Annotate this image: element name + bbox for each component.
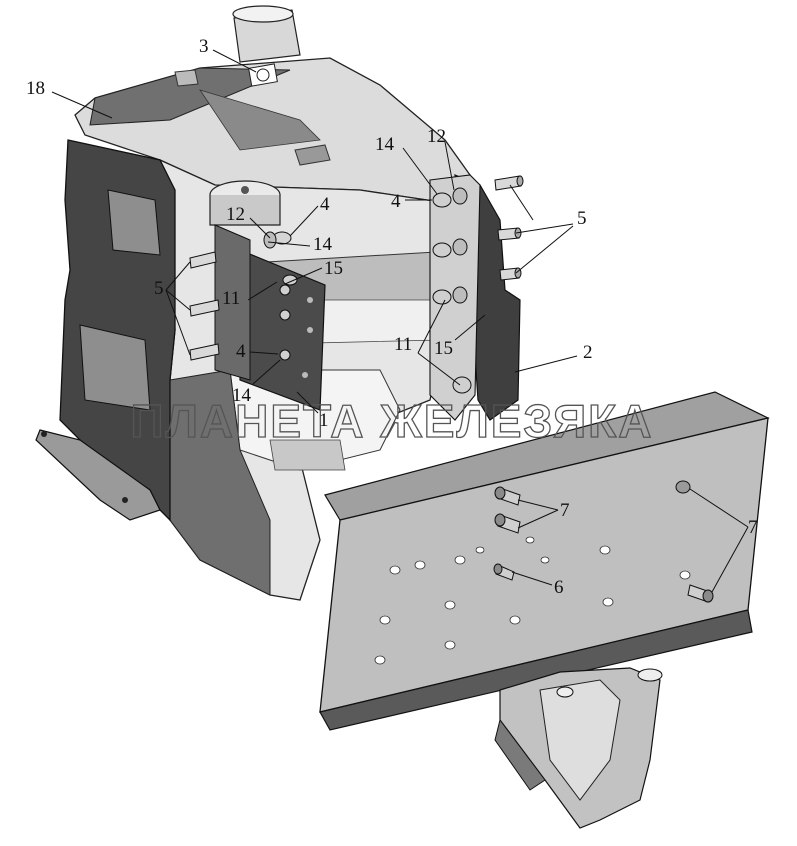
watermark-text: ПЛАНЕТА ЖЕЛЕЗЯКА bbox=[131, 395, 654, 447]
callouts: 3 18 14 12 4 5 12 4 14 15 5 11 4 14 1 11… bbox=[26, 36, 758, 598]
leader-lines bbox=[51, 49, 749, 593]
callout-4: 4 bbox=[391, 191, 401, 212]
callout-6: 6 bbox=[554, 577, 564, 598]
callout-14: 14 bbox=[375, 134, 395, 155]
callout-1: 1 bbox=[319, 410, 329, 431]
callout-5: 5 bbox=[154, 278, 164, 299]
callout-7: 7 bbox=[748, 517, 758, 538]
left-bracket bbox=[35, 139, 326, 522]
cross-member-plate bbox=[319, 391, 770, 731]
bolt-group-right bbox=[494, 175, 524, 281]
callout-18: 18 bbox=[26, 78, 45, 99]
callout-12: 12 bbox=[427, 126, 446, 147]
bolt-group-plate bbox=[493, 480, 714, 603]
callout-11: 11 bbox=[222, 288, 240, 309]
callout-5: 5 bbox=[577, 208, 587, 229]
support-casting bbox=[494, 667, 663, 829]
callout-4: 4 bbox=[236, 341, 246, 362]
callout-15: 15 bbox=[324, 258, 343, 279]
callout-12: 12 bbox=[226, 204, 245, 225]
callout-4: 4 bbox=[320, 194, 330, 215]
callout-2: 2 bbox=[583, 342, 593, 363]
right-bracket bbox=[429, 174, 524, 421]
callout-14: 14 bbox=[313, 234, 333, 255]
callout-7: 7 bbox=[560, 500, 570, 521]
callout-3: 3 bbox=[199, 36, 209, 57]
callout-14: 14 bbox=[232, 385, 252, 406]
bolt-group-left bbox=[189, 251, 220, 361]
callout-15: 15 bbox=[434, 338, 453, 359]
callout-11: 11 bbox=[394, 334, 412, 355]
